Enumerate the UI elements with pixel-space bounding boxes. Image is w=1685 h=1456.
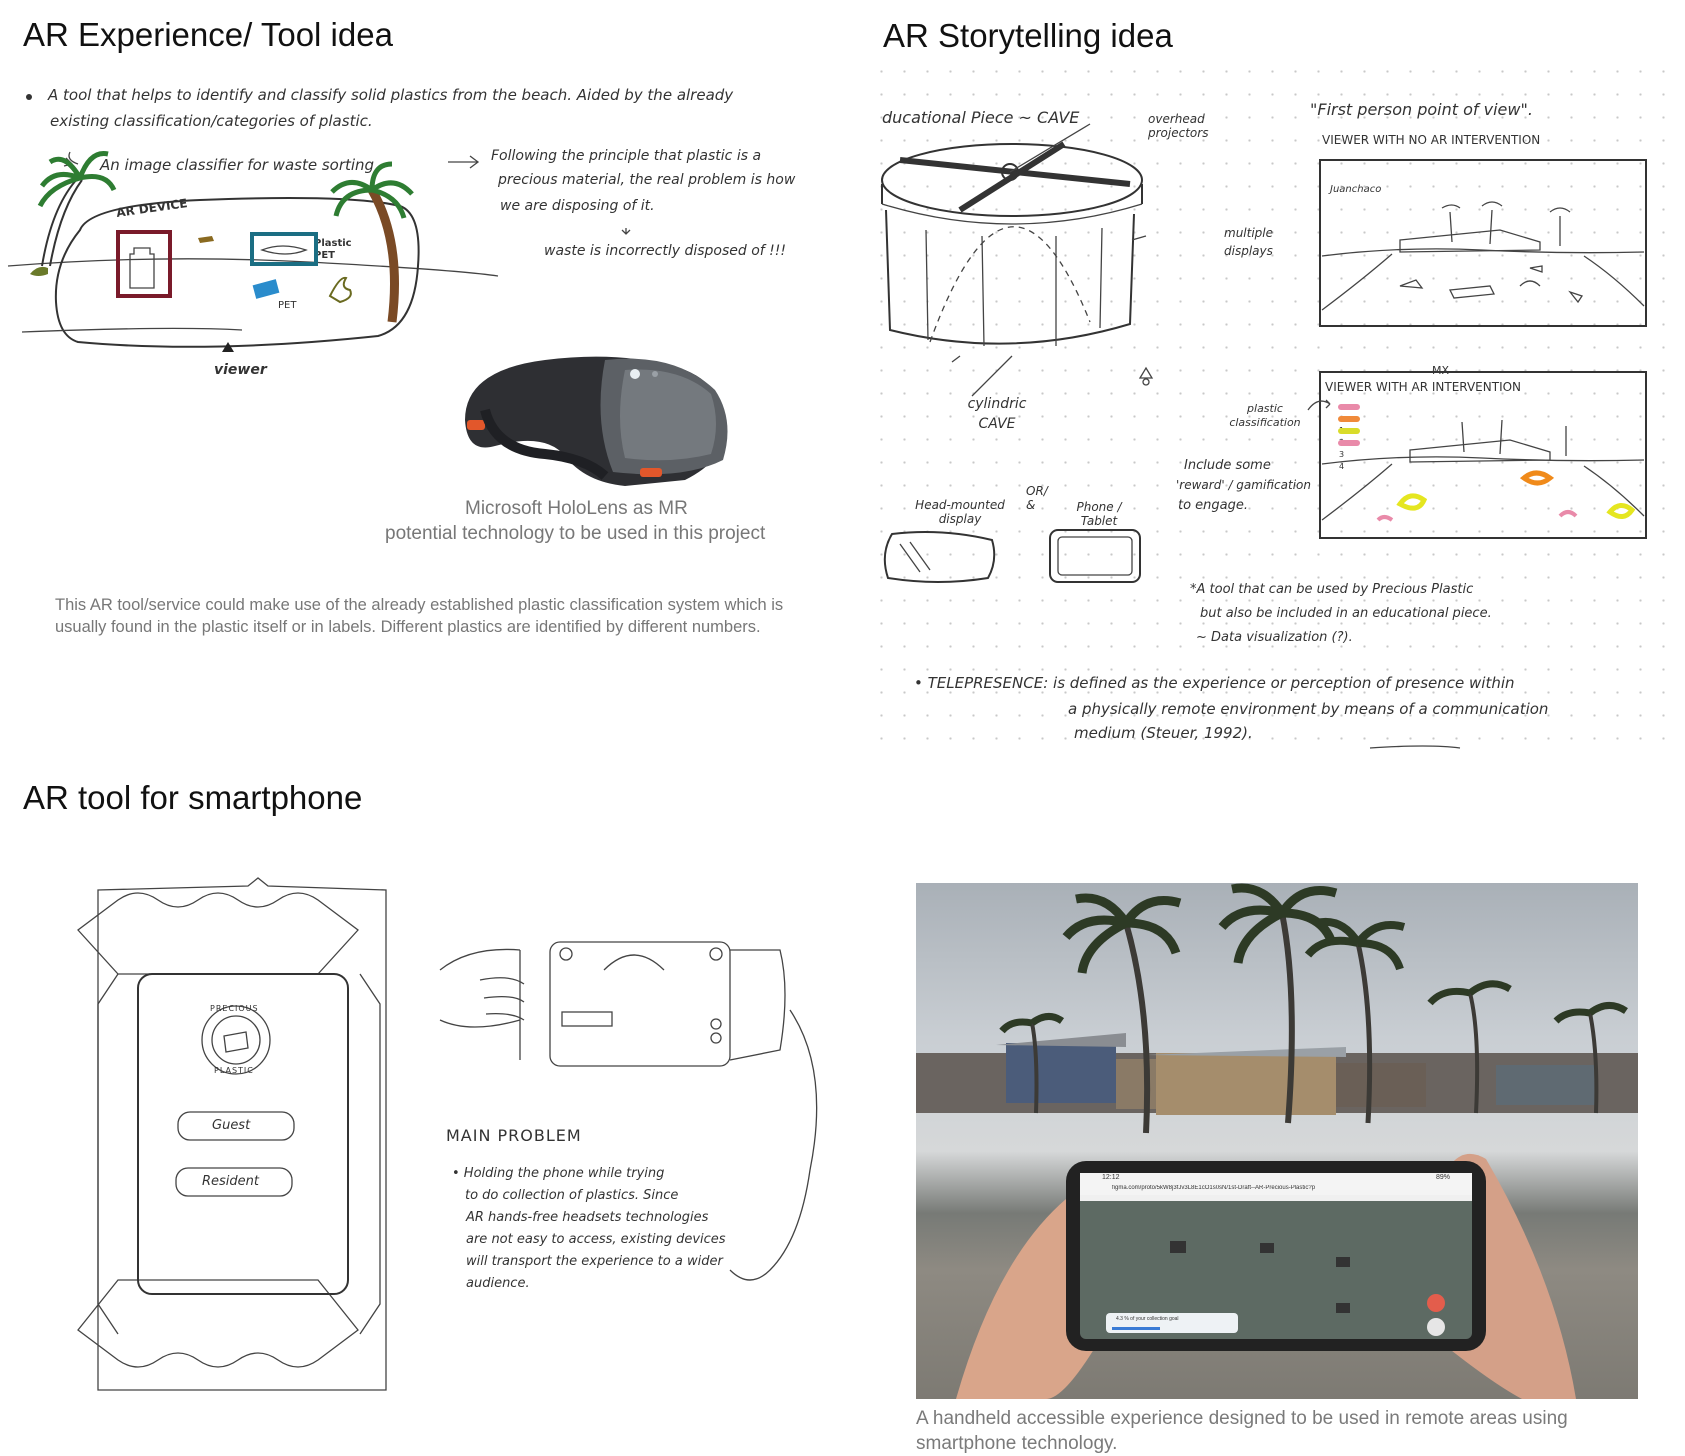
sketch1-bullet-line1: A tool that helps to identify and classi… [48, 86, 734, 104]
sketch1-pet-label: PET [278, 300, 297, 311]
sketch1-bullet-line2: existing classification/categories of pl… [50, 112, 373, 130]
class-number-3: 3 [1339, 450, 1345, 459]
sketch1-waste-line: waste is incorrectly disposed of !!! [544, 243, 787, 259]
sketch2-cylindric-cave: cylindric CAVE [967, 396, 1027, 432]
sketch2-telepresence-line2: a physically remote environment by means… [1068, 700, 1549, 718]
sketch2-drawing [881, 123, 1647, 749]
sketch2-telepresence-line1: • TELEPRESENCE: is defined as the experi… [914, 674, 1515, 692]
sketch-guest-button: Guest [212, 1118, 251, 1133]
main-problem-heading: MAIN PROBLEM [446, 1126, 582, 1145]
sketch2-reward-line1: Include some [1184, 458, 1271, 473]
problem-line-2: to do collection of plastics. Since [465, 1188, 679, 1203]
sketch-ar-tool-idea: A tool that helps to identify and classi… [0, 70, 850, 380]
sketch2-plastic-classification: plastic classification [1229, 402, 1301, 429]
hololens-illustration [465, 356, 728, 486]
sketch-resident-button: Resident [202, 1174, 260, 1189]
photo-caption-line1: A handheld accessible experience designe… [916, 1408, 1568, 1429]
sketch2-telepresence-line3: medium (Steuer, 1992). [1074, 724, 1253, 742]
sketch1-drawing [7, 94, 631, 352]
sketch1-viewer-label: viewer [214, 362, 267, 378]
photo-status-time: 12:12 [1102, 1174, 1120, 1181]
sketch2-mx: MX [1432, 364, 1450, 377]
photo-scene [916, 883, 1638, 1399]
sketch2-reward-line2: 'reward' / gamification [1176, 478, 1311, 492]
sketch1-classifier-text: An image classifier for waste sorting [100, 156, 375, 174]
sketch2-viewer-ar: VIEWER WITH AR INTERVENTION [1325, 380, 1522, 394]
sketch2-reward-line3: to engage. [1178, 498, 1249, 513]
storytelling-sketch-page: ducational Piece ~ CAVE overhead project… [870, 60, 1685, 760]
smartphone-sketch-page: PRECIOUS PLASTIC Guest Resident MAIN PRO… [0, 860, 860, 1420]
tool-description-note: This AR tool/service could make use of t… [55, 596, 784, 636]
sketch1-plastic-pet-label: Plastic PET [314, 238, 352, 261]
problem-line-1: • Holding the phone while trying [452, 1166, 665, 1181]
class-number-4: 4 [1339, 462, 1345, 471]
sketch2-or-and: OR/ & [1026, 484, 1048, 512]
section-title-ar-storytelling: AR Storytelling idea [883, 17, 1173, 54]
problem-line-3: AR hands-free headsets technologies [466, 1210, 709, 1225]
problem-line-5: will transport the experience to a wider [466, 1254, 723, 1269]
photo-url-bar: figma.com/proto/5kW8j3fJv3L8E1cO1s0sN/1s… [1112, 1185, 1316, 1191]
sketch2-hmd: Head-mounted display [915, 498, 1005, 526]
sketch2-multiple-displays: multiple displays [1224, 226, 1274, 258]
problem-line-4: are not easy to access, existing devices [466, 1232, 726, 1247]
section-title-ar-experience: AR Experience/ Tool idea [23, 16, 393, 53]
photo-caption-line2: smartphone technology. [916, 1433, 1118, 1454]
problem-line-6: audience. [466, 1276, 530, 1291]
sketch1-principle-line2: precious material, the real problem is h… [498, 172, 796, 188]
photo-battery: 89% [1436, 1174, 1451, 1181]
sketch2-phone-tablet: Phone / Tablet [1076, 500, 1122, 528]
sketch1-principle-line1: Following the principle that plastic is … [491, 148, 762, 164]
sketch2-viewer-no-ar: VIEWER WITH NO AR INTERVENTION [1322, 133, 1541, 147]
sketch3-drawing [77, 877, 818, 1391]
hololens-caption-line2: potential technology to be used in this … [385, 523, 766, 544]
logo-text-bottom: PLASTIC [214, 1066, 254, 1075]
logo-text-top: PRECIOUS [210, 1004, 259, 1013]
photo-progress-text: 4.3 % of your collection goal [1116, 1316, 1179, 1322]
sketch2-note-line2: but also be included in an educational p… [1200, 606, 1492, 621]
sketch2-edu-piece: ducational Piece ~ CAVE [882, 108, 1080, 127]
section-title-ar-smartphone: AR tool for smartphone [23, 779, 363, 816]
sketch2-juanchaco: Juanchaco [1330, 184, 1382, 195]
beach-photo: 12:12 89% figma.com/proto/5kW8j3fJv3L8E1… [916, 883, 1638, 1399]
sketch2-note-line3: ~ Data visualization (?). [1196, 630, 1353, 645]
hololens-caption-line1: Microsoft HoloLens as MR [465, 498, 688, 519]
sketch1-principle-line3: we are disposing of it. [500, 198, 655, 214]
sketch2-overhead-projectors: overhead projectors [1148, 112, 1209, 140]
sketch2-note-line1: *A tool that can be used by Precious Pla… [1190, 582, 1474, 597]
sketch2-first-person: "First person point of view". [1310, 100, 1533, 119]
